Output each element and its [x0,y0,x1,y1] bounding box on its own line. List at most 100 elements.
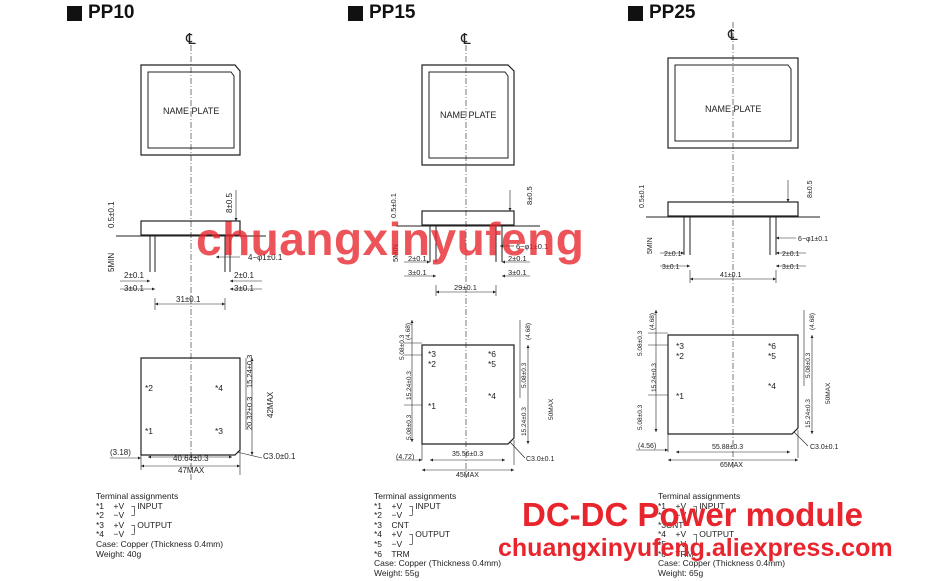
dim-label: 5.08±0.3 [805,352,812,378]
bottom-view-outline [140,357,241,456]
square-bullet-icon [67,5,82,21]
terminal-assignments-pp10: Terminal assignments *1 +V ┐INPUT *2 −V … [96,491,224,559]
pin-label: *1 [676,391,684,401]
pin-label: *4 [488,391,496,401]
dim-label: (4.68) [405,323,412,340]
dim-label: 31±0.1 [176,295,201,304]
pins-label: 6−φ1±0.1 [516,242,548,251]
dim-label: 0.5±0.1 [107,201,116,228]
pin-label: *6 [768,341,776,351]
dim-label: 15.24±0.3 [651,363,658,392]
dim-label: 50MAX [548,398,555,420]
watermark-url: chuangxinyufeng.aliexpress.com [498,534,893,562]
dim-label: 2±0.1 [508,254,527,263]
dim-label: (4.68) [525,323,532,340]
centerline-symbol: ℄ [460,31,471,48]
dim-label: 5.08±0.3 [637,404,644,430]
dim-label: 65MAX [720,462,743,469]
dim-label: 5.08±0.3 [521,362,528,388]
dim-label: 0.5±0.1 [389,193,398,218]
model-heading-pp10: PP10 [67,2,134,24]
dim-label: 20.32±0.3 [245,397,254,430]
pp15-drawing [396,45,540,478]
name-plate-frame [428,71,509,159]
dim-label: 5.08±0.3 [399,334,406,360]
dim-label: 35.56±0.3 [452,451,483,458]
dim-label: 5.08±0.3 [406,414,413,440]
model-heading-pp15: PP15 [348,2,415,24]
dim-label: (4.56) [638,443,656,450]
dim-label: 2±0.1 [408,254,427,263]
dim-label: (3.18) [110,448,131,457]
square-bullet-icon [348,5,363,21]
pp15-labels: ℄ NAME PLATE 0.5±0.1 8±0.5 6−φ1±0.1 5MIN… [389,31,555,479]
side-view-body [667,201,799,217]
centerline-symbol: ℄ [727,27,738,44]
name-plate-label: NAME PLATE [163,106,219,116]
side-view-body [140,220,241,236]
pp25-labels: ℄ NAME PLATE 0.5±0.1 8±0.5 6−φ1±0.1 5MIN… [637,27,838,469]
dim-label: 3±0.1 [408,268,427,277]
dim-label: (4.72) [396,454,414,461]
pin-label: *5 [768,351,776,361]
dim-label: (4.68) [809,313,816,330]
dim-label: C3.0±0.1 [526,456,554,463]
dim-label: 45MAX [456,472,479,479]
pin-label: *5 [488,359,496,369]
dim-label: 2±0.1 [124,271,145,280]
dim-label: 3±0.1 [782,264,800,271]
name-plate-label: NAME PLATE [705,104,761,114]
pp25-drawing [636,22,820,468]
watermark-center: chuangxinyufeng [196,213,585,265]
name-plate-label: NAME PLATE [440,110,496,120]
dim-label: 3±0.1 [662,264,680,271]
dim-label: 29±0.1 [454,283,477,292]
watermark-title: DC-DC Power module [522,496,864,533]
dim-label: 15.24±0.3 [245,355,254,388]
pins-label: 4−φ1±0.1 [248,253,283,262]
dim-label: 15.24±0.3 [406,371,413,400]
dim-label: C3.0±0.1 [810,444,838,451]
dim-label: 2±0.1 [782,251,800,258]
dim-label: 2±0.1 [234,271,255,280]
terminal-assignments-pp25: Terminal assignments *1 +V ┐INPUT *2 −V … [658,491,786,578]
dim-label: 8±0.5 [807,180,814,198]
square-bullet-icon [628,5,643,21]
dim-label: 50MAX [825,382,832,404]
pp10-labels: ℄ NAME PLATE 0.5±0.1 8±0.5 4−φ1±0.1 5MIN… [107,31,296,475]
top-view-outline [140,64,241,156]
bottom-view-outline [667,334,799,435]
model-title: PP25 [649,2,696,23]
pp10-drawing [110,45,266,480]
dim-label: 8±0.5 [525,186,534,205]
dim-label: 0.5±0.1 [639,185,646,208]
pin-label: *2 [145,383,153,393]
centerline-symbol: ℄ [185,31,196,48]
dim-label: 40.64±0.3 [173,454,209,463]
pin-label: *3 [428,349,436,359]
pin-label: *2 [428,359,436,369]
top-view-outline [421,64,515,166]
pin-label: *4 [768,381,776,391]
dim-label: 3±0.1 [508,268,527,277]
pins-label: 6−φ1±0.1 [798,236,828,243]
name-plate-frame [147,71,235,149]
dim-label: C3.0±0.1 [263,452,296,461]
dim-label: 3±0.1 [124,284,145,293]
terminal-assignments-pp15: Terminal assignments *1 +V ┐INPUT *2 −V … [374,491,502,578]
dim-label: 8±0.5 [225,192,234,213]
dim-label: 5.08±0.3 [637,330,644,356]
dim-label: 47MAX [178,466,205,475]
bottom-view-outline [421,344,515,445]
pin-label: *1 [428,401,436,411]
pin-label: *3 [676,341,684,351]
pin-label: *2 [676,351,684,361]
dim-label: 15.24±0.3 [521,407,528,436]
dim-label: 5MIN [391,244,400,262]
name-plate-frame [674,64,792,142]
dim-label: 5MIN [107,253,116,272]
pin-label: *4 [215,383,223,393]
dim-label: 15.24±0.3 [805,399,812,428]
model-title: PP10 [88,2,135,23]
